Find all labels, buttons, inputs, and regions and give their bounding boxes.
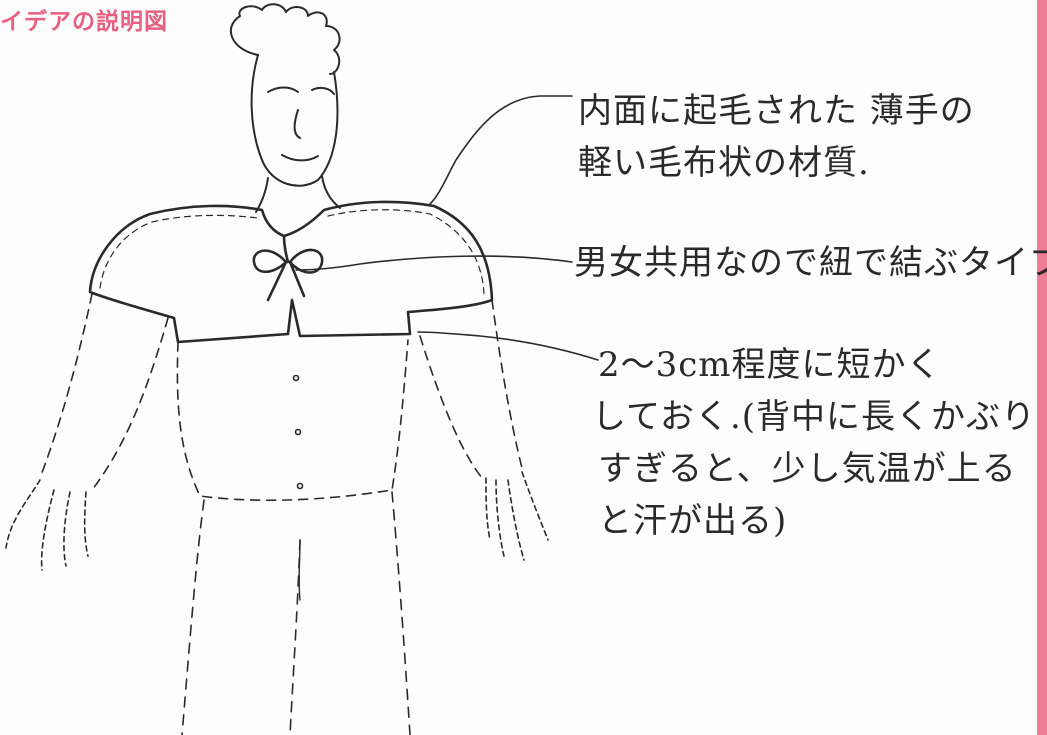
neck-left	[255, 177, 269, 213]
annotation-fabric: 内面に起毛された 薄手の 軽い毛布状の材質.	[578, 94, 975, 180]
annotation-line: 男女共用なので紐で結ぶタイプ。	[574, 243, 1047, 283]
figure-title: イデアの説明図	[0, 9, 168, 35]
annotation-line: すぎると、少し気温が上る	[598, 449, 1017, 489]
annotation-line: 2～3cm程度に短かく	[598, 345, 942, 385]
right-hand	[485, 471, 549, 561]
bow-ribbon	[252, 234, 324, 302]
pants-inseam	[298, 539, 301, 601]
mouth	[281, 154, 319, 162]
page-edge-border	[1037, 0, 1047, 735]
pants-outline	[181, 491, 411, 735]
left-eye	[267, 86, 299, 93]
annotation-length: 2～3cm程度に短かく しておく.(背中に長くかぶり すぎると、少し気温が上る …	[592, 345, 1036, 541]
annotation-line: と汗が出る)	[598, 501, 788, 541]
face-outline	[250, 54, 339, 187]
annotation-line: しておく.(背中に長くかぶり	[592, 397, 1037, 437]
nose	[293, 109, 301, 139]
neck-right	[321, 175, 341, 209]
left-hand	[5, 479, 89, 571]
cape-outline	[88, 200, 494, 344]
annotation-line: 軽い毛布状の材質.	[578, 143, 870, 183]
shirt-buttons	[292, 374, 304, 490]
right-eye	[311, 86, 335, 95]
cape-inner-seam	[99, 209, 485, 295]
annotation-ribbon: 男女共用なので紐で結ぶタイプ。	[574, 246, 1047, 280]
shirt-outline	[39, 293, 523, 502]
annotation-line: 内面に起毛された 薄手の	[578, 91, 975, 131]
leader-line-fabric	[429, 95, 573, 205]
leader-line-length	[417, 331, 599, 361]
leader-line-ribbon	[295, 255, 573, 271]
hair	[229, 3, 341, 75]
